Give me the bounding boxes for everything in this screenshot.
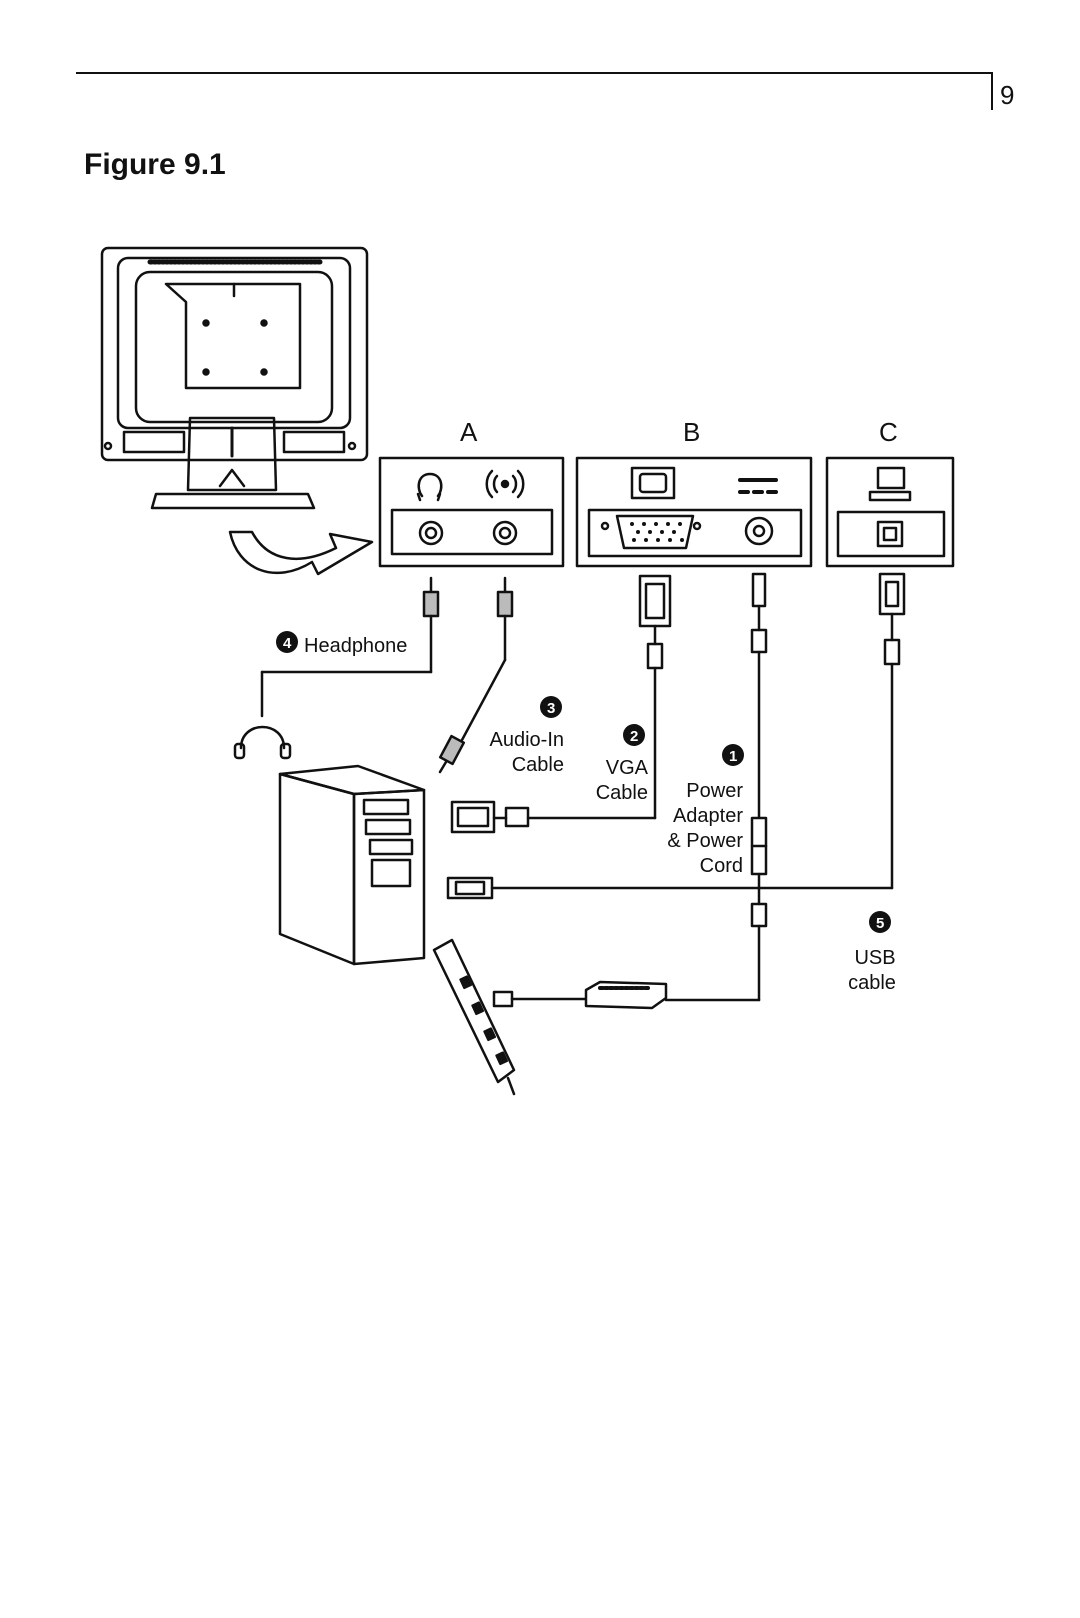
callout-power-number: 1 [729, 748, 737, 765]
monitor-back-icon [100, 246, 369, 510]
headphone-cable [260, 576, 440, 718]
power-strip-icon [432, 938, 588, 1096]
callout-headphone-text: Headphone [304, 635, 407, 657]
callout-vga-line-1: VGA [606, 757, 649, 779]
usb-cable [446, 572, 906, 900]
pc-tower-icon [278, 764, 426, 966]
callout-power-line-1: Power [686, 780, 743, 802]
arrow-icon [228, 530, 374, 576]
callout-vga-line-2: Cable [596, 782, 648, 804]
panel-c-box [825, 456, 955, 568]
callout-usb-line-1: USB [854, 947, 895, 969]
audio-in-icon [485, 469, 525, 499]
panel-a-box [378, 456, 565, 568]
header-rule [76, 72, 992, 74]
power-cable [664, 572, 768, 1002]
callout-power: 1 Power Adapter & Power Cord [667, 744, 744, 877]
panel-a-label: A [460, 417, 478, 447]
callout-headphone-number: 4 [283, 635, 292, 652]
panel-b-label: B [683, 417, 700, 447]
headphone-jack-icon [416, 472, 443, 502]
callout-vga-number: 2 [630, 728, 638, 745]
headphones-icon [233, 725, 292, 760]
callout-power-line-4: Cord [700, 855, 743, 877]
callout-headphone: 4 Headphone [276, 631, 407, 657]
power-adapter-icon [584, 980, 668, 1010]
callout-vga: 2 VGA Cable [596, 724, 649, 804]
callout-usb-number: 5 [876, 915, 884, 932]
callout-audio-line-1: Audio-In [490, 729, 565, 751]
dc-power-icon [738, 478, 778, 494]
callout-audio-number: 3 [547, 700, 555, 717]
callout-usb-line-2: cable [848, 972, 896, 994]
usb-computer-icon [868, 466, 912, 502]
callout-power-line-3: & Power [667, 830, 743, 852]
vga-cable [450, 574, 672, 834]
panel-c-label: C [879, 417, 898, 447]
figure-title: Figure 9.1 [84, 148, 226, 181]
vga-port-icon [630, 466, 676, 500]
callout-power-line-2: Adapter [673, 805, 743, 827]
callout-audio: 3 Audio-In Cable [490, 696, 565, 776]
header-rule-tick [991, 72, 993, 110]
callout-audio-line-2: Cable [512, 754, 564, 776]
audio-in-cable [438, 576, 514, 774]
page-number: 9 [1000, 80, 1015, 110]
panel-b-box [575, 456, 813, 568]
callout-usb: 5 USB cable [848, 911, 896, 994]
